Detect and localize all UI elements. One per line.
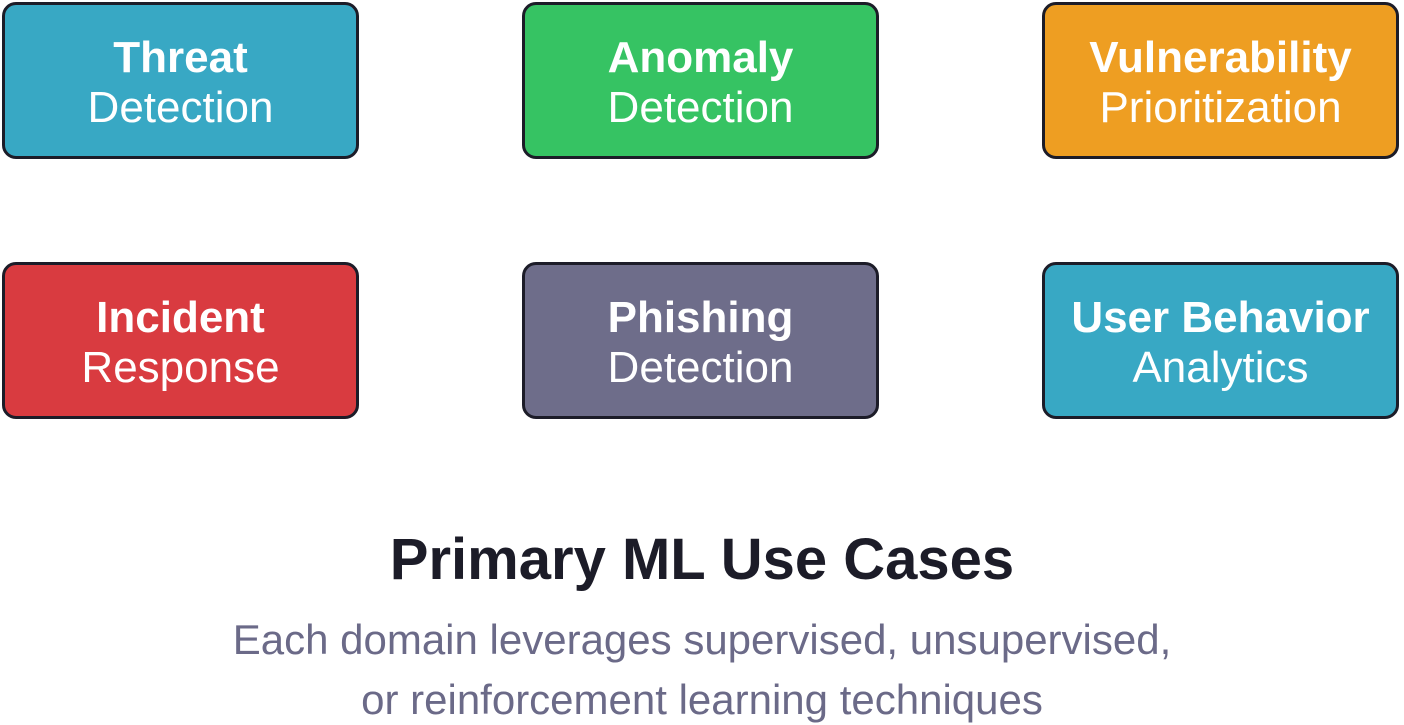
card-title: User Behavior	[1071, 292, 1370, 342]
card-threat-detection: Threat Detection	[2, 2, 359, 159]
diagram-subtitle-line-2: or reinforcement learning techniques	[361, 676, 1043, 723]
card-subtitle: Prioritization	[1099, 82, 1342, 132]
card-title: Anomaly	[607, 32, 794, 82]
card-subtitle: Response	[81, 342, 280, 392]
card-phishing-detection: Phishing Detection	[522, 262, 879, 419]
card-subtitle: Detection	[607, 82, 794, 132]
card-subtitle: Detection	[87, 82, 274, 132]
card-user-behavior-analytics: User Behavior Analytics	[1042, 262, 1399, 419]
card-title: Phishing	[607, 292, 794, 342]
card-title: Incident	[96, 292, 265, 342]
card-subtitle: Analytics	[1132, 342, 1309, 392]
card-vulnerability-prioritization: Vulnerability Prioritization	[1042, 2, 1399, 159]
diagram-title: Primary ML Use Cases	[389, 527, 1015, 592]
card-title: Vulnerability	[1089, 32, 1352, 82]
diagram-subtitle-line-1: Each domain leverages supervised, unsupe…	[232, 616, 1172, 663]
card-title: Threat	[113, 32, 248, 82]
card-incident-response: Incident Response	[2, 262, 359, 419]
card-subtitle: Detection	[607, 342, 794, 392]
card-anomaly-detection: Anomaly Detection	[522, 2, 879, 159]
